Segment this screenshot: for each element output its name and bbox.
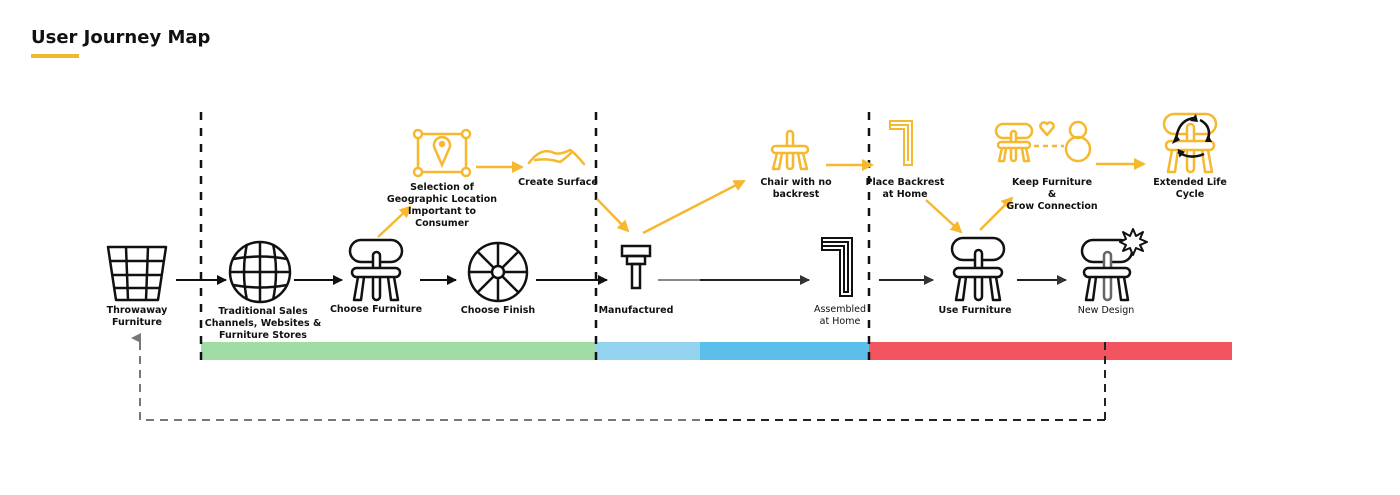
surface-wave-icon bbox=[527, 148, 586, 166]
wheel-icon bbox=[467, 241, 529, 303]
globe-icon bbox=[228, 240, 292, 304]
phase-bar-1 bbox=[201, 342, 596, 360]
label-create-surface: Create Surface bbox=[518, 177, 598, 188]
title-underline bbox=[31, 54, 79, 58]
label-new-design: New Design bbox=[1077, 305, 1135, 316]
label-geo-location: Selection of Geographic Location Importa… bbox=[386, 182, 498, 229]
label-keep-furniture: Keep Furniture & Grow Connection bbox=[1006, 177, 1098, 212]
phase-bar-2b bbox=[700, 342, 869, 360]
label-assembled: Assembled at Home bbox=[813, 304, 867, 327]
arrow-choose-geo bbox=[377, 205, 412, 238]
backrest-icon bbox=[889, 120, 913, 166]
label-choose-furniture: Choose Furniture bbox=[329, 304, 423, 315]
phase-bar-2a bbox=[596, 342, 700, 360]
label-chair-no-backrest: Chair with no backrest bbox=[760, 177, 832, 200]
page-title: User Journey Map bbox=[31, 27, 211, 48]
label-place-backrest: Place Backrest at Home bbox=[865, 177, 945, 200]
arrow-use-keep bbox=[979, 196, 1014, 231]
arrow-surface-manufactured bbox=[596, 198, 630, 233]
phase-bar-3 bbox=[869, 342, 1232, 360]
label-use-furniture: Use Furniture bbox=[938, 305, 1012, 316]
label-traditional: Traditional Sales Channels, Websites & F… bbox=[204, 306, 322, 341]
chair-sparkle-icon bbox=[1080, 228, 1148, 302]
chair-icon bbox=[348, 238, 404, 302]
pedestal-icon bbox=[620, 244, 652, 290]
chair-recycle-icon bbox=[1162, 112, 1218, 174]
label-manufactured: Manufactured bbox=[598, 305, 674, 316]
wastebasket-icon bbox=[106, 245, 168, 302]
stool-icon bbox=[770, 129, 810, 171]
return-loop-arrow bbox=[131, 333, 1106, 421]
arrow-backrest-use bbox=[925, 199, 963, 234]
map-pin-frame-icon bbox=[412, 128, 472, 178]
label-throwaway: Throwaway Furniture bbox=[106, 305, 168, 328]
chair-heart-person-icon bbox=[994, 120, 1092, 163]
backrest-icon bbox=[821, 237, 853, 297]
label-extended-life: Extended Life Cycle bbox=[1153, 177, 1227, 200]
label-choose-finish: Choose Finish bbox=[460, 305, 536, 316]
arrow-manufactured-chair bbox=[642, 179, 746, 235]
chair-icon bbox=[950, 236, 1006, 302]
